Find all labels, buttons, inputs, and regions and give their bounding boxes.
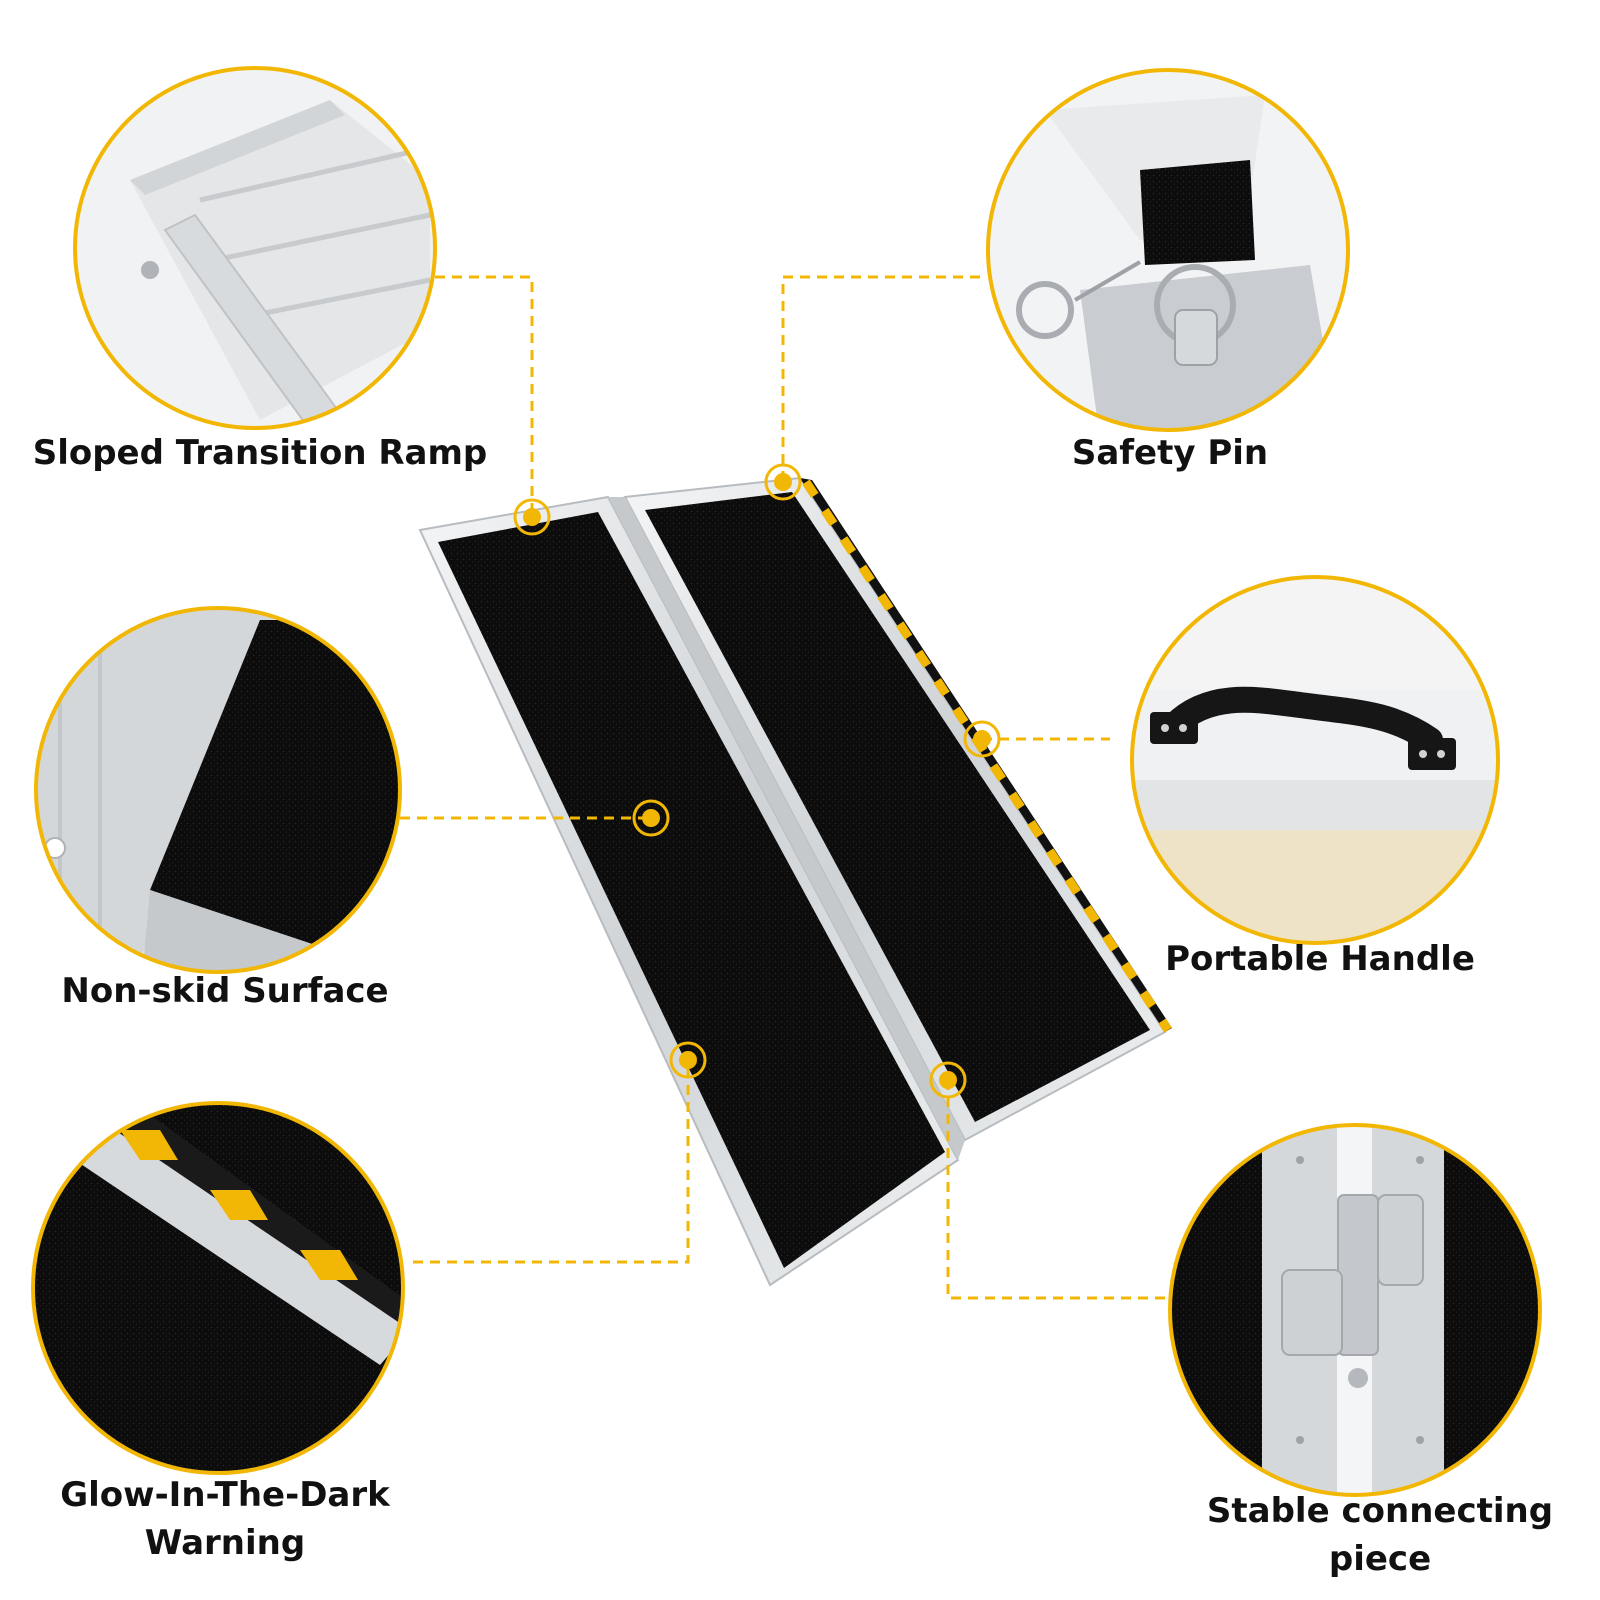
marker-portable-handle	[963, 720, 1001, 758]
folding-ramp	[418, 476, 1172, 1287]
detail-non-skid-surface	[34, 606, 402, 974]
callout-markers	[513, 463, 1001, 1099]
detail-sloped-transition-ramp	[73, 66, 437, 430]
label-portable-handle: Portable Handle	[1165, 939, 1475, 979]
marker-safety-pin	[764, 463, 802, 501]
label-safety-pin: Safety Pin	[1071, 433, 1269, 473]
detail-safety-pin	[986, 68, 1350, 432]
label-stable-connecting-piece: Stable connecting piece	[1206, 1491, 1554, 1579]
detail-portable-handle	[1130, 575, 1500, 945]
label-sloped-transition-ramp: Sloped Transition Ramp	[32, 433, 488, 473]
callout-connectors	[400, 275, 1168, 1300]
detail-stable-connecting-piece	[1168, 1123, 1542, 1497]
marker-sloped-transition-ramp	[513, 498, 551, 536]
label-non-skid-surface: Non-skid Surface	[61, 971, 389, 1011]
detail-glow-in-the-dark-warning	[31, 1101, 405, 1475]
marker-non-skid-surface	[632, 799, 670, 837]
marker-stable-connecting-piece	[929, 1061, 967, 1099]
marker-glow-in-the-dark-warning	[669, 1041, 707, 1079]
label-glow-in-the-dark-warning: Glow-In-The-Dark Warning	[60, 1475, 390, 1563]
